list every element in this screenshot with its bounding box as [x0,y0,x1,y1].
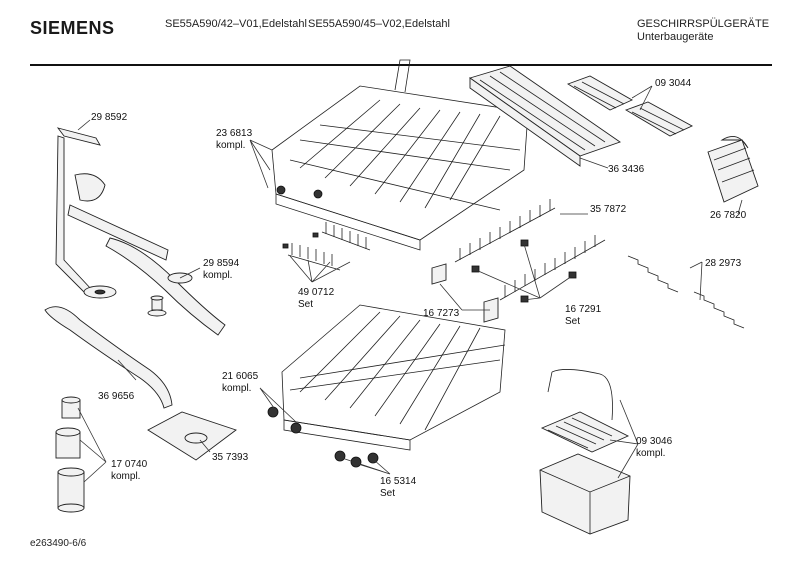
part-label-282973: 28 2973 [705,258,742,269]
part-label-165314: 16 5314 [380,476,417,487]
part-note-216065: kompl. [222,383,252,394]
model-number-2: SE55A590/45–V02,Edelstahl [308,18,450,30]
drawing-id: e263490-6/6 [30,538,87,549]
upper-basket [271,59,529,251]
tine-step-rows [627,255,745,329]
brand-logo: SIEMENS [30,18,115,38]
spray-arm-nozzle [147,295,167,317]
sump-cover-plate [147,411,237,461]
header-rule [30,64,772,66]
part-label-369656: 36 9656 [98,391,135,402]
part-label-357393: 35 7393 [212,452,249,463]
small-cutlery-basket [707,135,759,203]
spray-arm-supply-tube [55,127,169,299]
part-note-490712: Set [298,299,314,310]
part-note-298594: kompl. [203,270,233,281]
part-label-298594: 29 8594 [203,258,240,269]
part-label-167273: 16 7273 [423,308,460,319]
part-note-165314: Set [380,488,396,499]
category-title: GESCHIRRSPÜLGERÄTE [637,18,770,30]
part-label-093044: 09 3044 [655,78,692,89]
part-label-267820: 26 7820 [710,210,747,221]
part-label-216065: 21 6065 [222,371,259,382]
part-note-170740: kompl. [111,471,141,482]
basket-wheels [267,185,379,468]
cutlery-tray [468,65,621,167]
part-label-093046: 09 3046 [636,436,673,447]
part-label-170740: 17 0740 [111,459,148,470]
subcategory-title: Unterbaugeräte [637,31,714,43]
tine-clips [431,239,577,323]
part-label-357872: 35 7872 [590,204,627,215]
part-label-167291: 16 7291 [565,304,602,315]
part-note-167291: Set [565,316,581,327]
folding-tine-rows [454,199,606,301]
filter-set [55,396,85,513]
part-note-093046: kompl. [636,448,666,459]
lower-basket [281,304,506,451]
tray-inserts [566,75,694,137]
upper-basket-tine-rows [282,222,371,271]
model-number-1: SE55A590/42–V01,Edelstahl [165,18,307,30]
part-label-236813: 23 6813 [216,128,253,139]
part-label-363436: 36 3436 [608,164,645,175]
part-note-236813: kompl. [216,140,246,151]
part-label-298592: 29 8592 [91,112,128,123]
lower-spray-arm [44,306,173,409]
leader-lines [77,85,743,483]
part-label-490712: 49 0712 [298,287,335,298]
cutlery-basket [539,369,631,535]
